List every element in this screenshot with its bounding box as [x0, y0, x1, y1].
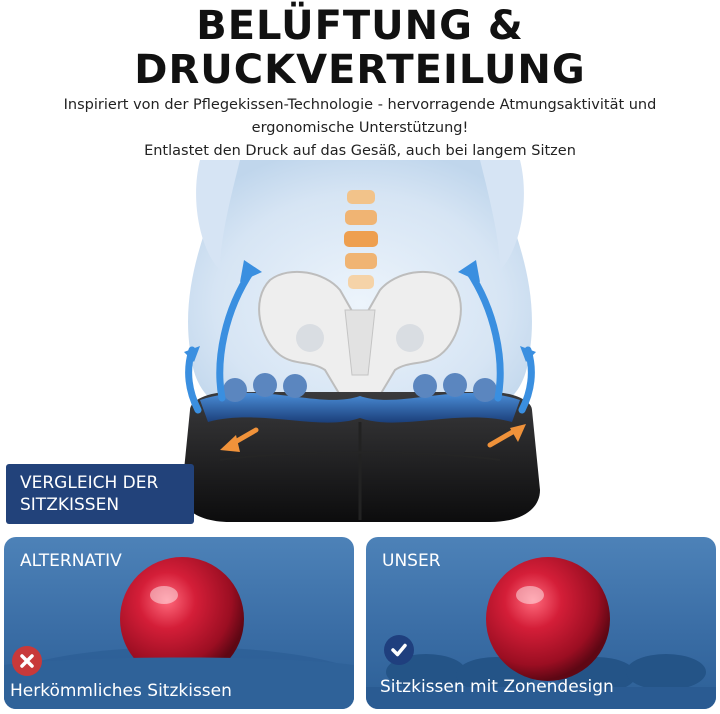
seat-cushion [181, 373, 540, 522]
x-icon [12, 646, 42, 676]
airflow-arrows [185, 266, 535, 414]
page-title-line-2: DRUCKVERTEILUNG [134, 47, 586, 93]
page-title-line-1: BELÜFTUNG & [196, 3, 524, 49]
pelvis-bone [258, 270, 462, 396]
label-alternative: ALTERNATIV [20, 551, 122, 571]
ball-on-flat-cushion [4, 557, 354, 709]
panel-ours: UNSER Sitzkissen mit Zonendesign [366, 537, 716, 709]
subtitle-line-2: ergonomische Unterstützung! [251, 120, 469, 136]
caption-alternative: Herkömmliches Sitzkissen [10, 681, 232, 701]
cushion-illustration [181, 160, 540, 522]
subtitle-line-1: Inspiriert von der Pflegekissen-Technolo… [63, 97, 657, 113]
check-icon [384, 635, 414, 665]
panel-alternative: ALTERNATIV Herkömmliches Sitzkissen [4, 537, 354, 709]
subtitle-line-3: Entlastet den Druck auf das Gesäß, auch … [144, 143, 576, 159]
caption-ours: Sitzkissen mit Zonendesign [380, 677, 614, 697]
comparison-heading: VERGLEICH DER SITZKISSEN [6, 464, 194, 524]
pressure-arrows [220, 424, 526, 452]
body-silhouette [188, 160, 532, 422]
label-ours: UNSER [382, 551, 441, 571]
spine [344, 190, 378, 289]
ball-on-zoned-cushion [366, 557, 716, 709]
